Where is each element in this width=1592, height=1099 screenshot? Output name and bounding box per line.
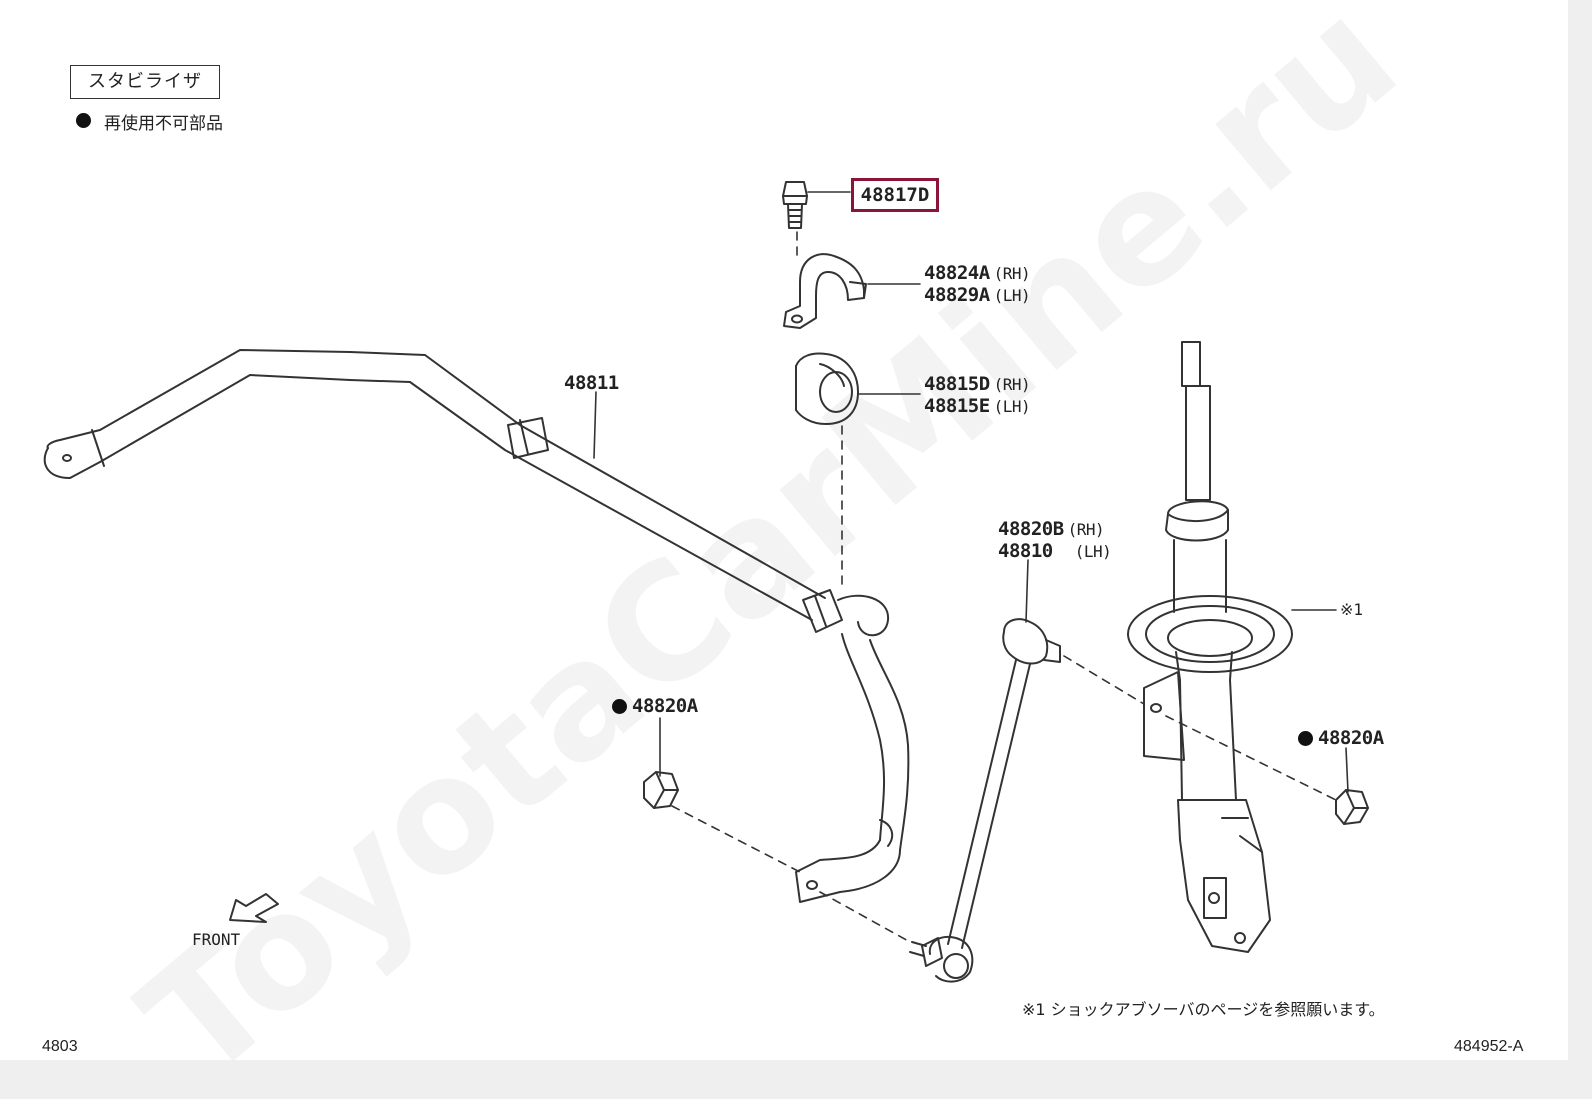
front-arrow-drawing bbox=[229, 893, 279, 923]
diagram-drawing bbox=[43, 181, 1369, 983]
nut-right-drawing bbox=[1335, 789, 1369, 825]
part-48815d-label[interactable]: 48815D(RH) bbox=[924, 373, 1031, 395]
nut-left-drawing bbox=[643, 771, 679, 809]
part-48817d-callout[interactable]: 48817D bbox=[851, 178, 939, 212]
part-48820b-label[interactable]: 48820B(RH) bbox=[998, 518, 1105, 540]
stabilizer-link-drawing bbox=[909, 618, 1061, 983]
stabilizer-bar-drawing bbox=[43, 349, 910, 903]
right-margin-bar bbox=[1568, 0, 1592, 1099]
non-reusable-dot-icon bbox=[1298, 731, 1313, 746]
legend-note: 再使用不可部品 bbox=[104, 114, 223, 134]
part-48820a-left-label[interactable]: 48820A bbox=[632, 695, 698, 717]
part-48815e-label[interactable]: 48815E(LH) bbox=[924, 395, 1031, 417]
page-code: 4803 bbox=[42, 1038, 78, 1055]
front-label: FRONT bbox=[192, 930, 241, 949]
figure-code: 484952-A bbox=[1454, 1038, 1524, 1055]
non-reusable-dot-icon bbox=[612, 699, 627, 714]
bushing-drawing bbox=[795, 352, 859, 425]
bracket-drawing bbox=[783, 253, 867, 329]
footnote: ※1 ショックアブソーバのページを参照願います。 bbox=[1022, 1000, 1385, 1019]
part-48824a-label[interactable]: 48824A(RH) bbox=[924, 262, 1031, 284]
assembly-dash-lines bbox=[671, 231, 1337, 943]
part-48829a-label[interactable]: 48829A(LH) bbox=[924, 284, 1031, 306]
legend-title: スタビライザ bbox=[70, 65, 220, 99]
part-48820a-right-label[interactable]: 48820A bbox=[1318, 727, 1384, 749]
non-reusable-dot-icon bbox=[76, 113, 91, 128]
bottom-margin-bar bbox=[0, 1060, 1592, 1099]
leader-lines bbox=[593, 191, 1349, 793]
reference-mark-label: ※1 bbox=[1340, 600, 1364, 619]
shock-absorber-drawing bbox=[1127, 341, 1293, 953]
part-48811-label[interactable]: 48811 bbox=[564, 372, 619, 394]
parts-diagram-canvas: ToyotaCarMine.ru bbox=[0, 0, 1568, 1060]
bolt-drawing bbox=[782, 181, 808, 229]
part-48810-label[interactable]: 48810(LH) bbox=[998, 540, 1112, 562]
